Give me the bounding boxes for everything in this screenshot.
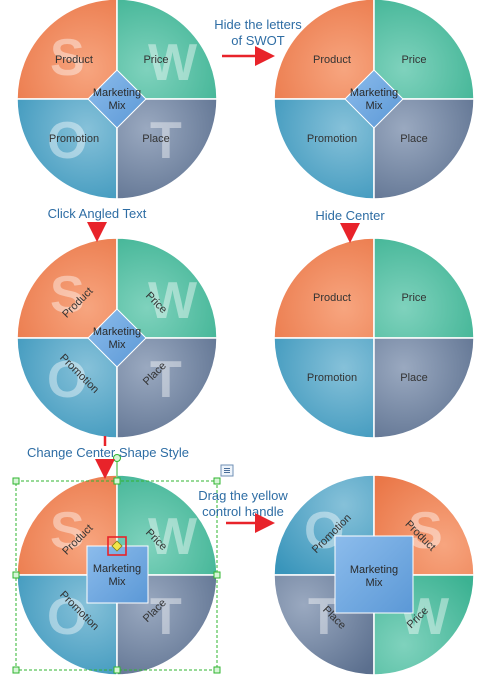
quadrant-bottom-left-blue[interactable]	[273, 98, 375, 200]
resize-handle-w[interactable]	[12, 571, 20, 579]
label-price: Price	[401, 292, 426, 304]
label-product: Product	[313, 54, 351, 66]
quadrant-top-right-green[interactable]	[116, 237, 218, 339]
center-diamond[interactable]	[344, 69, 404, 129]
label-promotion: Promotion	[307, 133, 357, 145]
letter-o: O	[47, 112, 87, 170]
resize-handle-ne[interactable]	[213, 477, 221, 485]
quadrant-bottom-right-slate[interactable]	[373, 337, 475, 439]
letter-w: W	[148, 508, 198, 566]
resize-handle-n[interactable]	[113, 477, 121, 485]
step-drag-handle: Drag the yellow control handle	[198, 488, 288, 533]
letter-w: W	[148, 272, 198, 330]
diagram-dragged-handle: O S T W Promotion Product Place Price Ma…	[273, 474, 475, 676]
label-product: Product	[313, 292, 351, 304]
caption-hide-center: Hide Center	[315, 208, 385, 223]
caption-drag-2: control handle	[202, 504, 284, 519]
label-place: Place	[142, 133, 170, 145]
center-label-2: Mix	[108, 339, 126, 351]
step-angled-text: Click Angled Text	[48, 206, 147, 242]
rotation-handle[interactable]	[113, 454, 121, 462]
letter-t: T	[150, 112, 182, 170]
caption-center-style: Change Center Shape Style	[27, 445, 189, 460]
diagram-no-center: Product Price Promotion Place	[273, 237, 475, 439]
center-square[interactable]	[334, 535, 414, 614]
caption-hide-letters-1: Hide the letters	[214, 17, 302, 32]
center-label-1: Marketing	[93, 326, 141, 338]
diagram-original: S W O T Product Price Promotion Place Ma…	[16, 0, 218, 200]
center-label-2: Mix	[108, 100, 126, 112]
quadrant-top-right-green[interactable]	[373, 0, 475, 100]
resize-handle-e[interactable]	[213, 571, 221, 579]
center-label-2: Mix	[365, 577, 383, 589]
center-label-1: Marketing	[93, 87, 141, 99]
center-label-1: Marketing	[350, 564, 398, 576]
caption-angled-text: Click Angled Text	[48, 206, 147, 221]
letter-s: S	[50, 502, 85, 560]
center-diamond[interactable]	[87, 69, 147, 129]
letter-s: S	[50, 29, 85, 87]
resize-handle-se[interactable]	[213, 666, 221, 674]
label-price: Price	[401, 54, 426, 66]
label-place: Place	[400, 133, 428, 145]
center-label-1: Marketing	[350, 87, 398, 99]
diagram-square-center-selected: S W O T Product Price Promotion Place Ma…	[12, 454, 234, 676]
center-label-1: Marketing	[93, 563, 141, 575]
quadrant-bottom-right-slate[interactable]	[116, 98, 218, 200]
quadrant-top-left-orange[interactable]	[273, 237, 375, 339]
resize-handle-nw[interactable]	[12, 477, 20, 485]
diagram-no-letters: Product Price Promotion Place Marketing …	[273, 0, 475, 200]
letter-s: S	[50, 266, 85, 324]
resize-handle-sw[interactable]	[12, 666, 20, 674]
letter-o: O	[47, 351, 87, 409]
selection-handles	[12, 477, 221, 674]
step-center-style: Change Center Shape Style	[27, 436, 189, 479]
quadrant-bottom-left-blue[interactable]	[16, 98, 118, 200]
yellow-control-handle[interactable]	[111, 540, 123, 552]
letter-t: T	[150, 588, 182, 646]
letter-s: S	[408, 502, 443, 560]
step-hide-letters: Hide the letters of SWOT	[214, 17, 302, 66]
control-handle-highlight	[107, 536, 127, 556]
quadrant-bottom-left-blue[interactable]	[16, 337, 118, 439]
caption-hide-letters-2: of SWOT	[231, 33, 285, 48]
resize-handle-s[interactable]	[113, 666, 121, 674]
center-label-2: Mix	[108, 576, 126, 588]
letter-t: T	[150, 351, 182, 409]
quadrant-top-right-green[interactable]	[116, 0, 218, 100]
quadrant-bottom-left-blue[interactable]	[273, 337, 375, 439]
quadrant-top-left-orange[interactable]	[273, 0, 375, 100]
label-price: Price	[143, 54, 168, 66]
letter-w: W	[148, 34, 198, 92]
quadrant-top-left-orange[interactable]	[16, 0, 118, 100]
diagram-angled-text: S W O T Product Price Promotion Place Ma…	[16, 237, 218, 439]
center-diamond[interactable]	[87, 308, 147, 368]
letter-o: O	[47, 588, 87, 646]
floating-menu-icon[interactable]	[220, 464, 234, 477]
step-hide-center: Hide Center	[315, 208, 385, 243]
label-promotion: Promotion	[49, 133, 99, 145]
label-promotion: Promotion	[307, 372, 357, 384]
quadrant-bottom-right-slate[interactable]	[373, 98, 475, 200]
center-label-2: Mix	[365, 100, 383, 112]
label-product: Product	[55, 54, 93, 66]
quadrant-top-right-green[interactable]	[373, 237, 475, 339]
quadrant-bottom-right-slate[interactable]	[116, 337, 218, 439]
label-place: Place	[400, 372, 428, 384]
caption-drag-1: Drag the yellow	[198, 488, 288, 503]
